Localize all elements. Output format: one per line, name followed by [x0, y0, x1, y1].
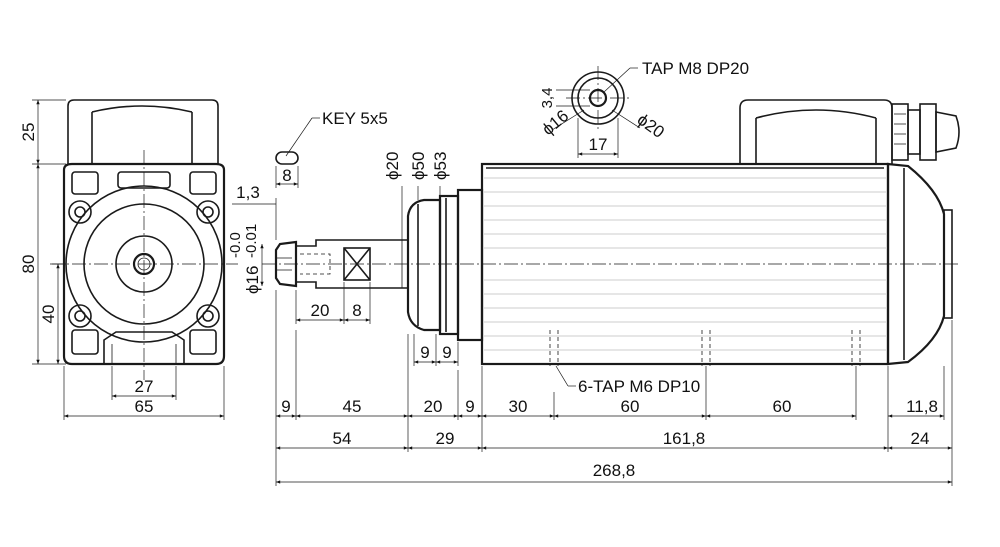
- nose-cap: [406, 198, 442, 332]
- dia-50: ϕ50: [409, 152, 428, 180]
- tol-lower: -0.01: [243, 224, 260, 258]
- tap-m6-label: 6-TAP M6 DP10: [578, 377, 700, 396]
- cooling-fins: [484, 177, 886, 351]
- row2-54: 54: [333, 429, 352, 448]
- tapped-holes: [549, 330, 861, 366]
- dim-9b: 9: [442, 343, 451, 362]
- dim-80: 80: [19, 255, 38, 274]
- dim-8-flat: 8: [352, 301, 361, 320]
- dim-9a: 9: [420, 343, 429, 362]
- dim-1-3: 1,3: [236, 183, 260, 202]
- row1-60b: 60: [773, 397, 792, 416]
- shaft-annotations: KEY 5x5 8 1,3 ϕ16 -0.0 -0.01 20 8: [227, 109, 388, 324]
- row1-9a: 9: [281, 397, 290, 416]
- row2-29: 29: [436, 429, 455, 448]
- row1-11-8: 11,8: [906, 397, 938, 416]
- front-view: 25 80 40 27 65: [19, 99, 238, 420]
- detail-dia-16: ϕ16: [538, 106, 572, 139]
- dim-25: 25: [19, 123, 38, 142]
- nose-annotations: ϕ20 ϕ50 ϕ53 9 9: [383, 152, 459, 366]
- connector-box: [67, 99, 219, 164]
- dim-3-4: 3,4: [539, 88, 556, 109]
- flange-plate: [62, 162, 226, 366]
- row2-24: 24: [911, 429, 930, 448]
- dim-20-shaft: 20: [311, 301, 330, 320]
- dim-40: 40: [39, 305, 58, 324]
- row1-60a: 60: [621, 397, 640, 416]
- key-label: KEY 5x5: [322, 109, 388, 128]
- bottom-dims: 9 45 20 9 30 60 60 11,8 54 29 161,8 24 2…: [275, 290, 953, 486]
- tol-upper: -0.0: [227, 232, 244, 258]
- tap-detail: TAP M8 DP20 3,4 ϕ16 ϕ20 17: [538, 59, 749, 158]
- dia-20: ϕ20: [383, 152, 402, 180]
- dia-53: ϕ53: [431, 152, 450, 180]
- cable-gland: [891, 103, 960, 161]
- key-width: 8: [282, 166, 291, 185]
- side-view: [262, 99, 960, 366]
- dim-27: 27: [135, 377, 154, 396]
- bolt-holes: [68, 200, 220, 328]
- row3-268-8: 268,8: [593, 461, 636, 480]
- detail-dia-20: ϕ20: [634, 110, 668, 142]
- dia-16: ϕ16: [243, 266, 262, 294]
- tap-m8-label: TAP M8 DP20: [642, 59, 749, 78]
- dim-17: 17: [589, 135, 608, 154]
- row1-30: 30: [509, 397, 528, 416]
- row1-20: 20: [424, 397, 443, 416]
- row2-161-8: 161,8: [663, 429, 706, 448]
- row1-45: 45: [343, 397, 362, 416]
- row1-9b: 9: [465, 397, 474, 416]
- body-tap-callout: 6-TAP M6 DP10: [555, 365, 700, 396]
- dim-65: 65: [135, 397, 154, 416]
